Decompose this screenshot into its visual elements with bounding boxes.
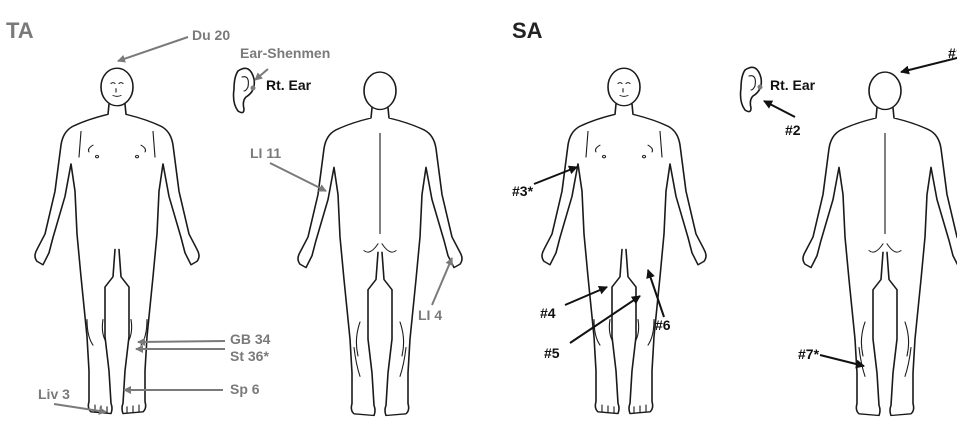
arrow-p7 — [820, 355, 864, 366]
arrow-du20 — [118, 37, 188, 61]
label-ta-rt-ear: Rt. Ear — [266, 77, 312, 93]
arrow-p2 — [764, 101, 795, 117]
ta-front-figure — [35, 68, 199, 413]
label-sa-p2: #2 — [785, 122, 801, 138]
label-st36: St 36* — [230, 348, 269, 364]
label-liv3: Liv 3 — [38, 386, 70, 402]
arrow-p5 — [570, 296, 640, 343]
label-sa-p3: #3* — [512, 183, 534, 199]
label-sa-p4: #4 — [540, 305, 556, 321]
sa-front-figure — [542, 68, 706, 413]
arrow-p4 — [565, 287, 607, 305]
arrow-liv3 — [54, 404, 106, 412]
label-ear-shenmen: Ear-Shenmen — [240, 45, 330, 61]
panel-title-sa: SA — [512, 18, 543, 43]
arrow-li4 — [432, 258, 452, 305]
panel-title-ta: TA — [6, 18, 34, 43]
label-li11: LI 11 — [250, 145, 281, 161]
label-sa-p5: #5 — [544, 345, 560, 361]
arrow-p3 — [534, 167, 577, 184]
label-sa-p7: #7* — [798, 346, 820, 362]
label-sa-p6: #6 — [655, 317, 671, 333]
sa-ear-icon — [741, 67, 763, 111]
ta-back-figure — [298, 72, 462, 415]
ta-ear-icon — [234, 68, 256, 112]
sa-back-figure — [803, 72, 957, 415]
label-sa-rt-ear: Rt. Ear — [770, 77, 816, 93]
arrow-gb34 — [138, 341, 225, 342]
label-gb34: GB 34 — [230, 331, 271, 347]
label-sp6: Sp 6 — [230, 381, 260, 397]
arrow-li11 — [270, 163, 326, 191]
label-li4: LI 4 — [418, 307, 442, 323]
label-sa-p1: #1 — [948, 45, 957, 61]
label-du20: Du 20 — [192, 27, 230, 43]
